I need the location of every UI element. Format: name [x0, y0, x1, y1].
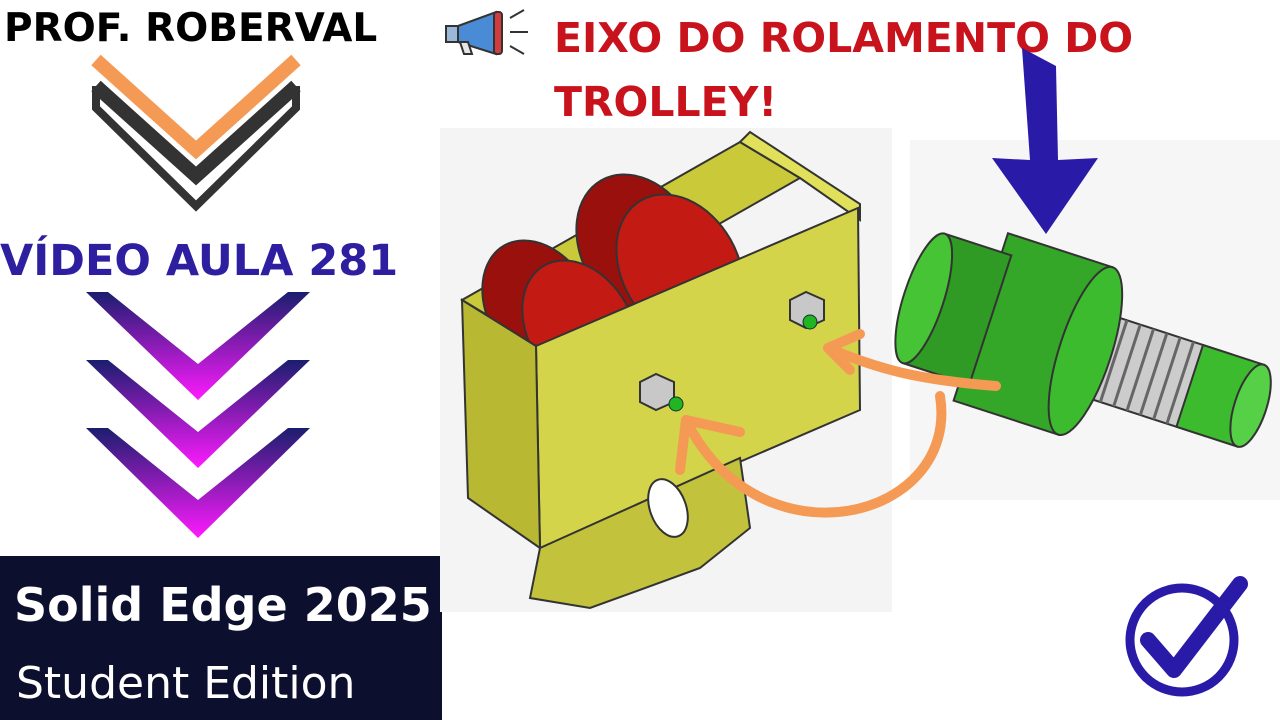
curved-arrow-icon: [675, 329, 1001, 518]
brand-product: Solid Edge 2025: [14, 578, 432, 632]
headline: EIXO DO ROLAMENTO DO TROLLEY!: [554, 14, 1134, 126]
trolley-bracket-icon: [440, 128, 892, 612]
brand-banner: [0, 556, 442, 720]
triple-chevron-down-icon: [86, 292, 310, 538]
brand-edition: Student Edition: [16, 658, 356, 709]
check-circle-icon: [1125, 576, 1248, 697]
megaphone-icon: [445, 9, 528, 56]
arrow-down-icon: [992, 48, 1098, 234]
author-title: PROF. ROBERVAL: [4, 6, 378, 51]
chevron-down-icon: [91, 54, 301, 212]
lesson-label: VÍDEO AULA 281: [0, 236, 399, 286]
